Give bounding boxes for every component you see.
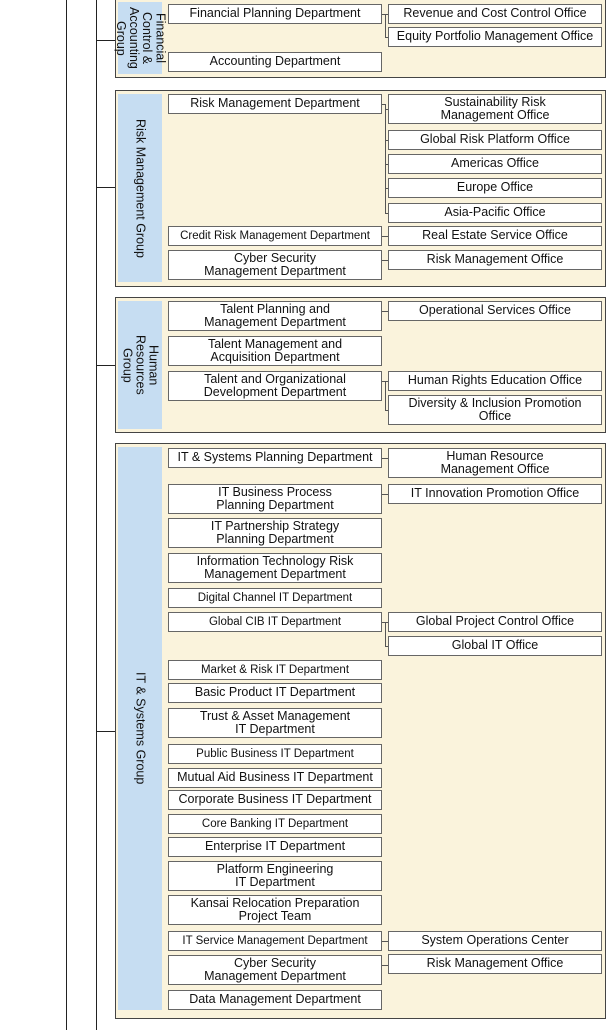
connector bbox=[382, 965, 388, 966]
hr-group-label: Human Resources Group bbox=[120, 335, 161, 395]
dept-trust-asset-it[interactable]: Trust & Asset Management IT Department bbox=[168, 708, 382, 738]
connector bbox=[385, 140, 388, 141]
dept-basic-product-it[interactable]: Basic Product IT Department bbox=[168, 683, 382, 703]
office-americas[interactable]: Americas Office bbox=[388, 154, 602, 174]
connector bbox=[385, 410, 388, 411]
office-global-it[interactable]: Global IT Office bbox=[388, 636, 602, 656]
office-revenue-cost[interactable]: Revenue and Cost Control Office bbox=[388, 4, 602, 24]
dept-it-service-management[interactable]: IT Service Management Department bbox=[168, 931, 382, 951]
office-human-rights-education[interactable]: Human Rights Education Office bbox=[388, 371, 602, 391]
office-diversity-inclusion[interactable]: Diversity & Inclusion Promotion Office bbox=[388, 395, 602, 425]
connector bbox=[385, 14, 386, 38]
dept-talent-organizational[interactable]: Talent and Organizational Development De… bbox=[168, 371, 382, 401]
risk-group-label-bar: Risk Management Group bbox=[118, 94, 162, 282]
it-group-label-bar: IT & Systems Group bbox=[118, 447, 162, 1010]
dept-enterprise-it[interactable]: Enterprise IT Department bbox=[168, 837, 382, 857]
office-operational-services[interactable]: Operational Services Office bbox=[388, 301, 602, 321]
connector bbox=[385, 14, 388, 15]
dept-platform-engineering-it[interactable]: Platform Engineering IT Department bbox=[168, 861, 382, 891]
financial-group-label-bar: Financial Control & Accounting Group bbox=[114, 2, 167, 74]
connector bbox=[385, 109, 388, 110]
hr-group-label-bar: Human Resources Group bbox=[118, 301, 162, 429]
connector bbox=[385, 622, 388, 623]
connector bbox=[382, 941, 388, 942]
connector bbox=[385, 164, 388, 165]
office-global-project-control[interactable]: Global Project Control Office bbox=[388, 612, 602, 632]
branch-risk bbox=[96, 187, 116, 188]
connector bbox=[382, 236, 388, 237]
dept-it-business-process[interactable]: IT Business Process Planning Department bbox=[168, 484, 382, 514]
dept-kansai-relocation[interactable]: Kansai Relocation Preparation Project Te… bbox=[168, 895, 382, 925]
office-global-risk-platform[interactable]: Global Risk Platform Office bbox=[388, 130, 602, 150]
dept-financial-planning[interactable]: Financial Planning Department bbox=[168, 4, 382, 24]
office-real-estate-service[interactable]: Real Estate Service Office bbox=[388, 226, 602, 246]
dept-global-cib-it[interactable]: Global CIB IT Department bbox=[168, 612, 382, 632]
dept-public-business-it[interactable]: Public Business IT Department bbox=[168, 744, 382, 764]
dept-talent-management[interactable]: Talent Management and Acquisition Depart… bbox=[168, 336, 382, 366]
dept-credit-risk[interactable]: Credit Risk Management Department bbox=[168, 226, 382, 246]
connector bbox=[382, 458, 388, 459]
connector bbox=[382, 381, 385, 382]
office-system-operations-center[interactable]: System Operations Center bbox=[388, 931, 602, 951]
financial-group-label: Financial Control & Accounting Group bbox=[113, 7, 168, 69]
office-it-risk-management[interactable]: Risk Management Office bbox=[388, 954, 602, 974]
office-it-innovation-promotion[interactable]: IT Innovation Promotion Office bbox=[388, 484, 602, 504]
dept-accounting[interactable]: Accounting Department bbox=[168, 52, 382, 72]
dept-core-banking-it[interactable]: Core Banking IT Department bbox=[168, 814, 382, 834]
dept-mutual-aid-it[interactable]: Mutual Aid Business IT Department bbox=[168, 768, 382, 788]
connector bbox=[385, 188, 388, 189]
group-trunk-line bbox=[96, 0, 97, 1030]
office-asia-pacific[interactable]: Asia-Pacific Office bbox=[388, 203, 602, 223]
connector bbox=[385, 104, 386, 213]
outer-trunk-line bbox=[66, 0, 67, 1030]
office-sustainability-risk[interactable]: Sustainability Risk Management Office bbox=[388, 94, 602, 124]
office-europe[interactable]: Europe Office bbox=[388, 178, 602, 198]
connector bbox=[382, 14, 385, 15]
dept-it-cyber-security[interactable]: Cyber Security Management Department bbox=[168, 955, 382, 985]
branch-financial bbox=[96, 40, 116, 41]
dept-digital-channel-it[interactable]: Digital Channel IT Department bbox=[168, 588, 382, 608]
dept-corporate-business-it[interactable]: Corporate Business IT Department bbox=[168, 790, 382, 810]
connector bbox=[385, 622, 386, 646]
dept-data-management[interactable]: Data Management Department bbox=[168, 990, 382, 1010]
dept-market-risk-it[interactable]: Market & Risk IT Department bbox=[168, 660, 382, 680]
branch-hr bbox=[96, 365, 116, 366]
office-equity-portfolio[interactable]: Equity Portfolio Management Office bbox=[388, 27, 602, 47]
connector bbox=[385, 37, 388, 38]
dept-it-systems-planning[interactable]: IT & Systems Planning Department bbox=[168, 448, 382, 468]
connector bbox=[385, 646, 388, 647]
risk-group-label: Risk Management Group bbox=[133, 118, 148, 258]
connector bbox=[385, 213, 388, 214]
dept-risk-management[interactable]: Risk Management Department bbox=[168, 94, 382, 114]
office-human-resource-management[interactable]: Human Resource Management Office bbox=[388, 448, 602, 478]
connector bbox=[382, 311, 388, 312]
it-group-label: IT & Systems Group bbox=[133, 672, 148, 785]
connector bbox=[382, 494, 388, 495]
dept-it-partnership-strategy[interactable]: IT Partnership Strategy Planning Departm… bbox=[168, 518, 382, 548]
connector bbox=[382, 622, 385, 623]
branch-it bbox=[96, 731, 116, 732]
dept-cyber-security[interactable]: Cyber Security Management Department bbox=[168, 250, 382, 280]
connector bbox=[385, 381, 386, 410]
connector bbox=[382, 104, 385, 105]
dept-it-risk-management[interactable]: Information Technology Risk Management D… bbox=[168, 553, 382, 583]
office-risk-management[interactable]: Risk Management Office bbox=[388, 250, 602, 270]
connector bbox=[385, 381, 388, 382]
connector bbox=[382, 260, 388, 261]
dept-talent-planning[interactable]: Talent Planning and Management Departmen… bbox=[168, 301, 382, 331]
